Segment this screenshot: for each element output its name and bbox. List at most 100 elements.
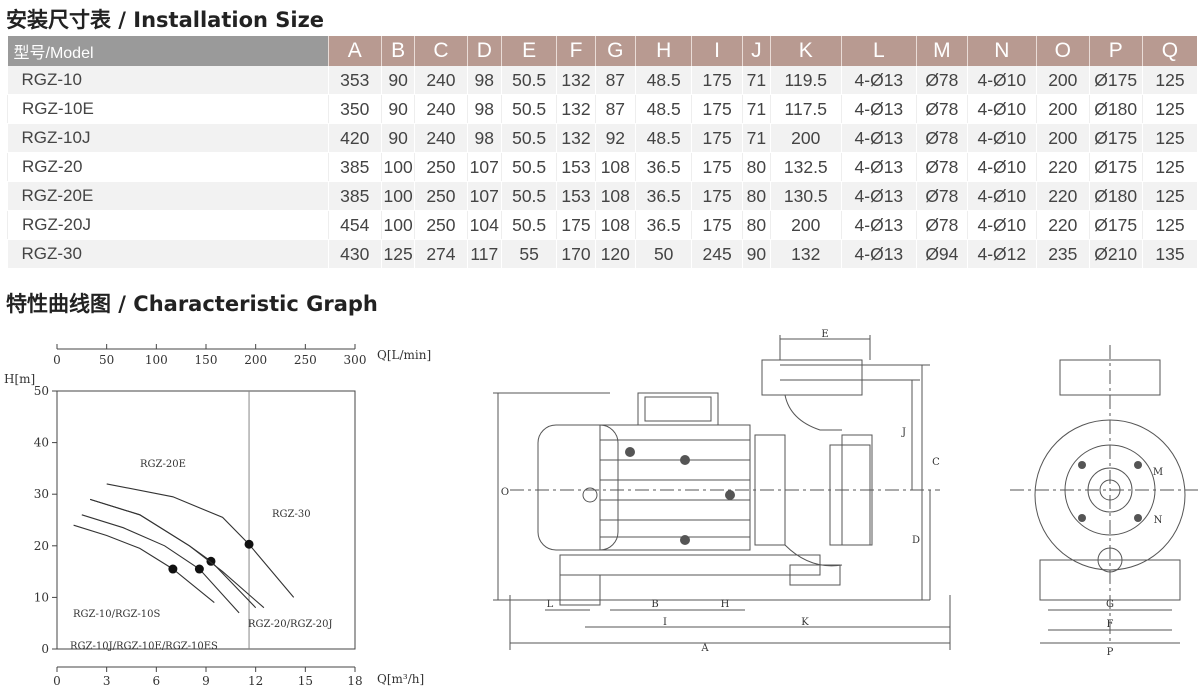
dim-label-b: B — [651, 599, 658, 610]
value-cell: 240 — [414, 66, 468, 95]
x-axis-tick-label: 15 — [298, 674, 313, 688]
value-cell: Ø175 — [1088, 210, 1143, 240]
top-axis-tick-label: 50 — [99, 353, 114, 367]
value-cell: 50 — [634, 239, 692, 269]
value-cell: 135 — [1141, 239, 1197, 269]
value-cell: 36.5 — [634, 210, 692, 240]
value-cell: Ø180 — [1088, 94, 1143, 124]
dim-label-o: O — [501, 487, 509, 498]
installation-size-table: 型号/Model A B C D E F G H I J K L M N O P… — [7, 36, 1197, 269]
y-axis-tick-label: 40 — [34, 436, 49, 450]
value-cell: 71 — [741, 66, 771, 95]
value-cell: 4-Ø13 — [840, 239, 917, 269]
model-cell: RGZ-10 — [7, 66, 329, 95]
value-cell: Ø210 — [1088, 239, 1143, 269]
column-header: M — [916, 36, 968, 66]
y-axis-tick-label: 10 — [34, 590, 49, 604]
top-axis-tick-label: 150 — [195, 353, 218, 367]
column-header: F — [556, 36, 596, 66]
y-axis-tick-label: 30 — [34, 487, 49, 501]
value-cell: 48.5 — [634, 123, 692, 153]
y-axis-tick-label: 20 — [34, 539, 49, 553]
value-cell: 36.5 — [634, 181, 692, 211]
value-cell: Ø78 — [916, 66, 968, 95]
value-cell: 4-Ø10 — [966, 94, 1037, 124]
value-cell: 125 — [380, 239, 415, 269]
model-cell: RGZ-20 — [7, 152, 329, 182]
value-cell: 71 — [741, 94, 771, 124]
value-cell: 98 — [466, 66, 502, 95]
value-cell: 220 — [1036, 152, 1089, 182]
value-cell: 125 — [1141, 94, 1197, 124]
model-cell: RGZ-20E — [7, 181, 329, 211]
model-column-header: 型号/Model — [7, 36, 329, 66]
series-line — [89, 498, 257, 609]
top-axis-tick-label: 250 — [294, 353, 317, 367]
x-axis-tick-label: 6 — [153, 674, 161, 688]
value-cell: 240 — [414, 123, 468, 153]
pump-side-view-drawing: E C O D J L B H I K A — [493, 329, 951, 654]
value-cell: 90 — [380, 66, 415, 95]
value-cell: 50.5 — [500, 181, 557, 211]
dim-label-h: H — [721, 599, 730, 610]
value-cell: 353 — [327, 66, 382, 95]
x-axis-tick-label: 12 — [248, 674, 263, 688]
value-cell: 235 — [1036, 239, 1089, 269]
value-cell: 90 — [741, 239, 771, 269]
value-cell: 132 — [556, 94, 596, 124]
column-header: G — [594, 36, 636, 66]
value-cell: 153 — [556, 181, 596, 211]
value-cell: 48.5 — [634, 94, 692, 124]
value-cell: 200 — [1036, 66, 1089, 95]
x-axis-label: Q[m³/h] — [377, 672, 424, 686]
value-cell: 48.5 — [634, 66, 692, 95]
series-line — [106, 483, 295, 598]
value-cell: Ø78 — [916, 210, 968, 240]
value-cell: 132 — [770, 239, 842, 269]
value-cell: 4-Ø13 — [840, 123, 917, 153]
value-cell: Ø175 — [1088, 66, 1143, 95]
value-cell: 108 — [594, 210, 636, 240]
value-cell: 98 — [466, 94, 502, 124]
value-cell: 132.5 — [770, 152, 842, 182]
value-cell: 175 — [691, 94, 743, 124]
value-cell: 175 — [691, 181, 743, 211]
value-cell: 4-Ø12 — [966, 239, 1037, 269]
installation-size-title: 安装尺寸表 / Installation Size — [6, 8, 325, 32]
value-cell: Ø94 — [916, 239, 968, 269]
value-cell: 132 — [556, 123, 596, 153]
dim-label-k: K — [801, 617, 809, 628]
value-cell: 385 — [327, 181, 382, 211]
value-cell: 175 — [691, 123, 743, 153]
top-axis-tick-label: 200 — [244, 353, 267, 367]
value-cell: 4-Ø13 — [840, 94, 917, 124]
value-cell: 4-Ø13 — [840, 152, 917, 182]
value-cell: 200 — [770, 210, 842, 240]
value-cell: 220 — [1036, 181, 1089, 211]
value-cell: 80 — [741, 152, 771, 182]
value-cell: 92 — [594, 123, 636, 153]
series-label: RGZ-30 — [272, 509, 311, 520]
value-cell: Ø78 — [916, 94, 968, 124]
value-cell: 98 — [466, 123, 502, 153]
value-cell: 125 — [1141, 181, 1197, 211]
value-cell: 350 — [327, 94, 382, 124]
value-cell: 119.5 — [770, 66, 842, 95]
value-cell: 80 — [741, 210, 771, 240]
column-header: B — [380, 36, 415, 66]
value-cell: 153 — [556, 152, 596, 182]
column-header: H — [634, 36, 692, 66]
rated-point — [168, 564, 178, 574]
dim-label-m: M — [1153, 467, 1163, 478]
value-cell: 120 — [594, 239, 636, 269]
value-cell: 50.5 — [500, 152, 557, 182]
value-cell: 250 — [414, 152, 468, 182]
column-header: D — [466, 36, 502, 66]
value-cell: 274 — [414, 239, 468, 269]
value-cell: 100 — [380, 210, 415, 240]
